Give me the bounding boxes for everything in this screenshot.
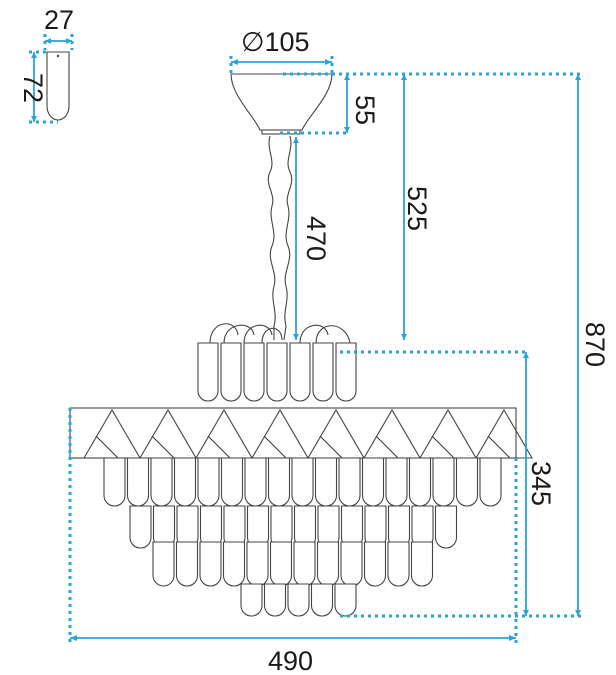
- body-height-dimension: [523, 352, 529, 616]
- tier-crystal: [129, 505, 152, 549]
- band-prism: [475, 408, 533, 459]
- upper-ring-dimension: [401, 74, 407, 340]
- tier-crystal: [338, 457, 361, 507]
- upper-crystal: [243, 342, 265, 402]
- lower-body-top-band: [69, 407, 533, 459]
- tier-crystal: [269, 541, 293, 587]
- total-height-label: 870: [580, 322, 610, 367]
- tier-crystal: [246, 541, 269, 587]
- crystal-width-label: 27: [44, 5, 74, 35]
- upper-crystal: [197, 342, 219, 402]
- crystal-height-label: 72: [18, 73, 48, 103]
- upper-crystal: [335, 342, 357, 402]
- tier-crystal: [363, 541, 387, 587]
- tier-crystal: [387, 541, 410, 587]
- tier-crystal: [152, 541, 175, 587]
- tier-crystal: [310, 583, 334, 617]
- crystal-width-dimension: [43, 34, 74, 50]
- canopy-diameter-dimension: [229, 56, 334, 74]
- upper-ring-arms: [209, 323, 351, 344]
- tier-crystal: [175, 541, 199, 587]
- upper-crystal: [220, 342, 242, 402]
- crystal-detail: [46, 51, 70, 121]
- canopy-height-label: 55: [350, 95, 380, 125]
- upper-crystal: [312, 342, 334, 402]
- upper-crystal: [266, 342, 288, 402]
- tier-crystal: [199, 541, 222, 587]
- tier-crystal: [385, 457, 408, 507]
- tier-crystal: [126, 457, 150, 507]
- tier-crystal: [173, 457, 197, 507]
- hanging-chain: [267, 135, 293, 341]
- tier-crystal: [410, 541, 434, 587]
- lower-body-crystal-tiers: [103, 457, 502, 617]
- tier-crystal: [287, 583, 310, 617]
- tier-crystal: [244, 457, 267, 507]
- tier-crystal: [220, 457, 244, 507]
- total-height-dimension: [575, 74, 581, 616]
- upper-ring-label: 525: [402, 186, 432, 231]
- body-height-label: 345: [526, 461, 556, 506]
- tier-crystal: [291, 457, 314, 507]
- tier-crystal: [361, 457, 385, 507]
- tier-crystal: [432, 457, 455, 507]
- tier-crystal: [479, 457, 502, 507]
- tier-crystal: [314, 457, 338, 507]
- tier-crystal: [293, 541, 316, 587]
- tier-crystal: [103, 457, 126, 507]
- chain-length-label: 470: [301, 216, 331, 261]
- body-width-label: 490: [268, 646, 313, 675]
- crystal-height-dimension: [29, 50, 58, 124]
- canopy-diameter-label: ∅105: [241, 27, 310, 57]
- canopy-height-dimension: [344, 74, 350, 133]
- tier-crystal: [222, 541, 246, 587]
- tier-crystal: [316, 541, 340, 587]
- tier-crystal: [267, 457, 291, 507]
- upper-ring-crystals: [197, 342, 357, 402]
- tier-crystal: [340, 541, 363, 587]
- tier-crystal: [240, 583, 263, 617]
- tier-crystal: [455, 457, 479, 507]
- tier-crystal: [408, 457, 432, 507]
- chain-length-dimension: [293, 137, 299, 340]
- tier-crystal: [150, 457, 173, 507]
- tier-crystal: [434, 505, 458, 549]
- upper-crystal: [289, 342, 311, 402]
- tier-crystal: [197, 457, 220, 507]
- tier-crystal: [263, 583, 287, 617]
- canopy: [230, 73, 333, 135]
- body-width-dimension: [68, 408, 518, 644]
- tier-crystal: [334, 583, 357, 617]
